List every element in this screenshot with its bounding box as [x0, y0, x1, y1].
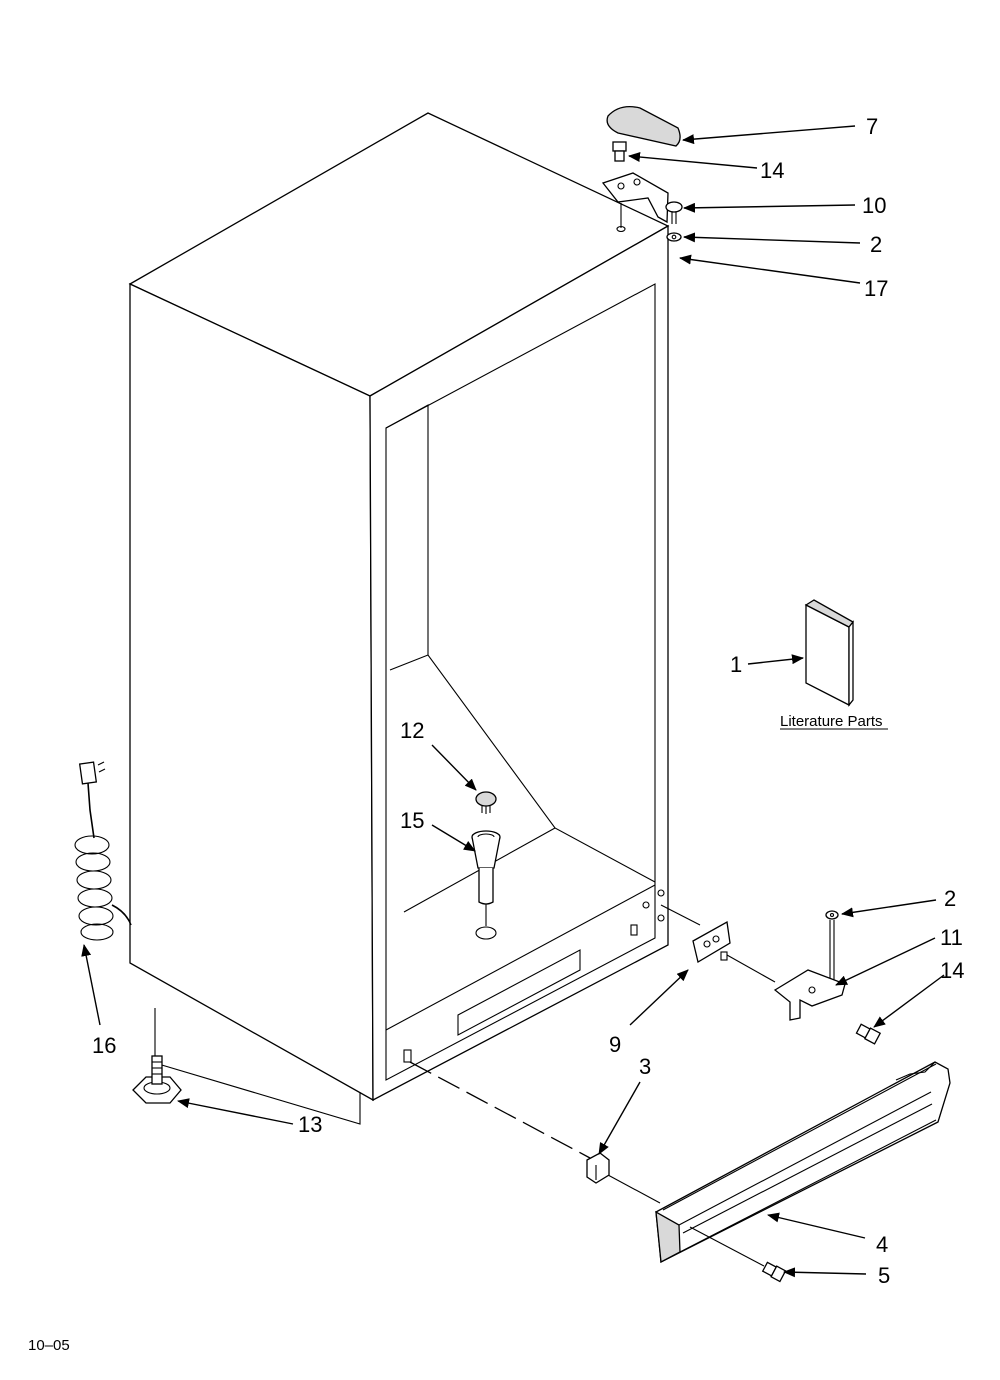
callout-15: 15	[400, 808, 424, 833]
hinge-cover-7	[606, 105, 681, 147]
callout-16: 16	[92, 1033, 116, 1058]
callout-9: 9	[609, 1032, 621, 1057]
drain-plug-12	[475, 791, 497, 814]
callout-12: 12	[400, 718, 424, 743]
top-hinge-bracket	[601, 172, 669, 224]
callout-11: 11	[940, 925, 963, 950]
screw-5	[761, 1261, 787, 1283]
hinge-pin-10	[665, 201, 683, 213]
toe-grille-4	[655, 1061, 951, 1264]
literature-book	[804, 599, 854, 707]
callout-2-right: 2	[944, 886, 956, 911]
bottom-hinge-11	[773, 969, 846, 1021]
callout-13: 13	[298, 1112, 322, 1137]
callout-4: 4	[876, 1232, 888, 1257]
grille-bracket-3	[586, 1152, 610, 1184]
callout-5: 5	[878, 1263, 890, 1288]
screw-14-top	[612, 141, 627, 162]
screw-14-right	[855, 1023, 882, 1045]
leveling-leg-13	[132, 1055, 182, 1104]
callout-10: 10	[862, 193, 886, 218]
power-cord-16	[74, 761, 132, 941]
callout-3: 3	[639, 1054, 651, 1079]
bottom-hinge-parts	[660, 904, 882, 1045]
washer-2-top	[666, 232, 682, 242]
callout-14-right: 14	[940, 958, 964, 983]
callout-17: 17	[864, 276, 888, 301]
drain-tube-15	[471, 830, 501, 940]
leader-lines	[81, 125, 945, 1278]
callout-2-top: 2	[870, 232, 882, 257]
alignment-line	[409, 1061, 591, 1159]
top-hinge-assembly	[601, 105, 683, 242]
callout-numbers: 7 14 10 2 17 1 12 15 16 2 11 14 9 3 13 4…	[92, 114, 964, 1288]
callout-1: 1	[730, 652, 742, 677]
cabinet	[128, 112, 670, 1125]
hinge-shim-9	[692, 920, 731, 964]
revision-code: 10–05	[28, 1337, 70, 1354]
washer-2-right	[825, 910, 839, 920]
literature-parts-label: Literature Parts	[780, 713, 883, 730]
callout-14-top: 14	[760, 158, 784, 183]
callout-7: 7	[866, 114, 878, 139]
